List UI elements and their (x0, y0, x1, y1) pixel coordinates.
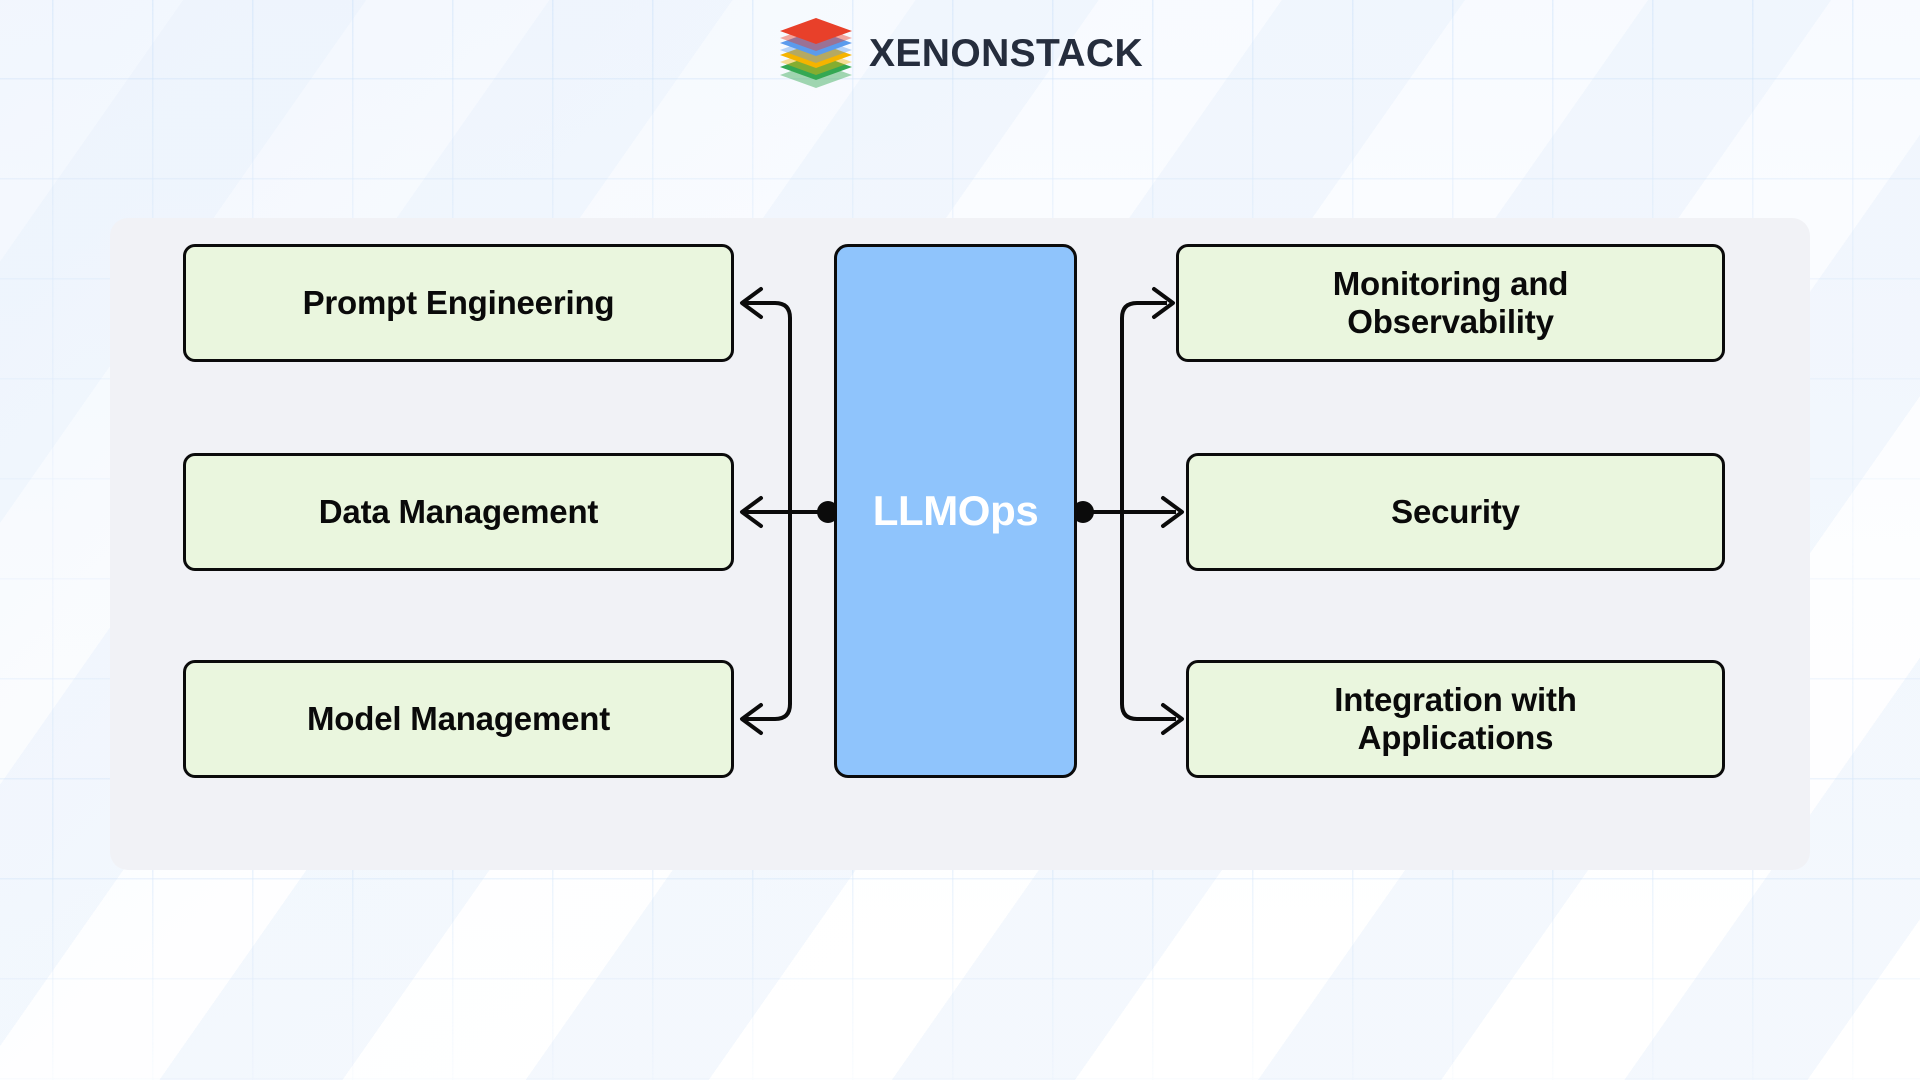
node-data-management[interactable]: Data Management (183, 453, 734, 571)
stacked-layers-icon (779, 18, 852, 88)
node-security[interactable]: Security (1186, 453, 1725, 571)
node-label: Model Management (306, 700, 610, 738)
node-label-line2: Applications (1357, 719, 1554, 756)
connector-right-top (1120, 301, 1167, 512)
connector-left-bottom (744, 512, 792, 721)
node-label: Data Management (318, 493, 599, 531)
brand-header: XENONSTACK (0, 18, 1920, 88)
node-prompt-engineering[interactable]: Prompt Engineering (183, 244, 734, 362)
node-label-line1: Monitoring and (1332, 265, 1569, 303)
node-model-management[interactable]: Model Management (183, 660, 734, 778)
node-label: Security (1391, 493, 1520, 531)
node-label: Monitoring and Observability (1332, 265, 1569, 340)
brand-name: XENONSTACK (868, 31, 1144, 75)
node-label: Prompt Engineering (302, 284, 615, 322)
node-label: LLMOps (872, 487, 1039, 534)
diagram-panel: Prompt Engineering Data Management Model… (110, 218, 1810, 870)
node-llmops-center[interactable]: LLMOps (834, 244, 1077, 778)
connector-right-bottom (1120, 512, 1176, 721)
node-label: Integration with Applications (1334, 681, 1577, 756)
diagram-stage: Prompt Engineering Data Management Model… (110, 218, 1810, 870)
node-integration-with-applications[interactable]: Integration with Applications (1186, 660, 1725, 778)
node-label-line1: Integration with (1334, 681, 1577, 719)
node-label-line2: Observability (1347, 303, 1554, 340)
connector-left-top (744, 301, 792, 512)
node-monitoring-and-observability[interactable]: Monitoring and Observability (1176, 244, 1725, 362)
